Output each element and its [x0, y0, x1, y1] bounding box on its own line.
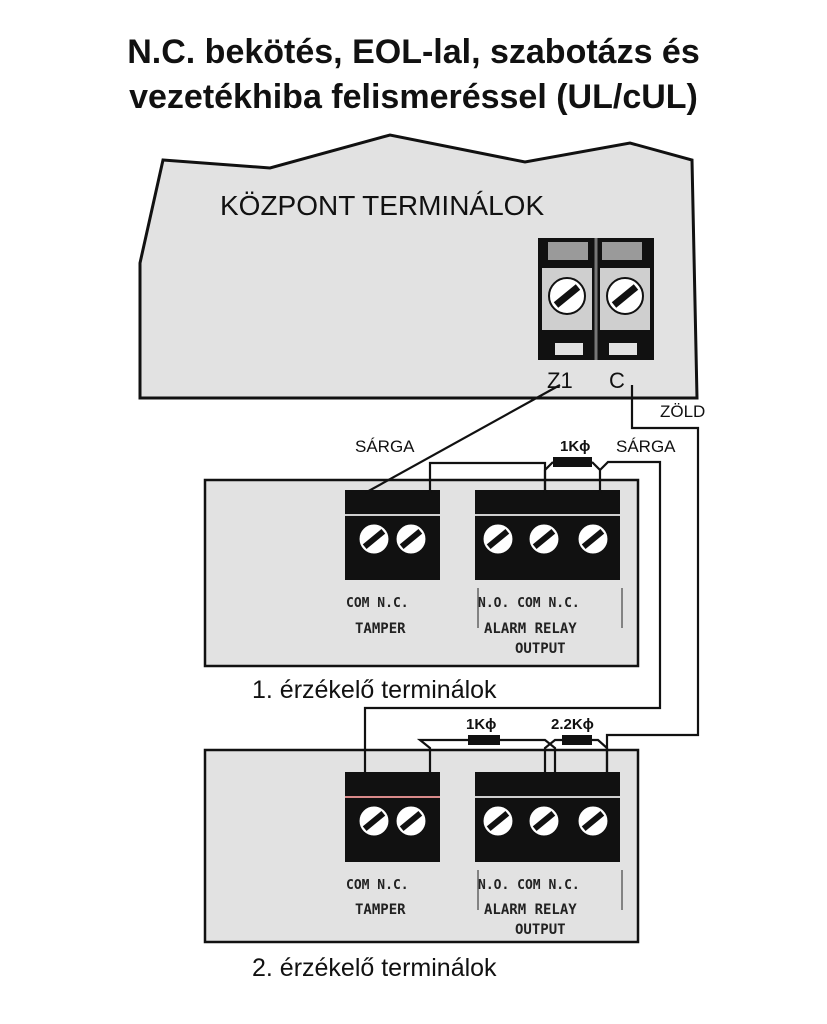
screw-icon	[359, 806, 390, 837]
wire-s1-to-s2-sarga	[363, 460, 662, 775]
sensor-2-tamper-label: TAMPER	[355, 902, 406, 918]
screw-icon	[549, 278, 585, 314]
screw-icon	[529, 524, 560, 555]
resistor-label-3: 2.2Kϕ	[551, 716, 594, 733]
sensor-1-tamper-pins: COM N.C.	[346, 596, 409, 611]
sensor-2-caption: 2. érzékelő terminálok	[252, 954, 497, 982]
screw-icon	[578, 524, 609, 555]
sensor-2-relay-pins: N.O. COM N.C.	[478, 878, 580, 893]
title-line-2: vezetékhiba felismeréssel (UL/cUL)	[129, 78, 698, 116]
sensor-2-relay-bracket	[477, 870, 623, 910]
panel-terminal-block	[538, 238, 654, 360]
screw-icon	[396, 806, 427, 837]
resistor-1k-sensor-2	[468, 735, 500, 745]
screw-icon	[578, 806, 609, 837]
wire-s2-resistor-loop	[543, 738, 609, 775]
wire-label-sarga-1: SÁRGA	[355, 437, 415, 456]
wire-c-zold	[605, 385, 700, 775]
screw-icon	[529, 806, 560, 837]
resistor-1k-sensor-1	[553, 457, 592, 467]
sensor-1-relay-bracket	[477, 588, 623, 628]
resistor-label-2: 1Kϕ	[466, 716, 496, 733]
sensor-1-relay-block	[475, 490, 620, 580]
sensor-2-tamper-pins: COM N.C.	[346, 878, 409, 893]
wire-label-sarga-2: SÁRGA	[616, 437, 676, 456]
screw-icon	[359, 524, 390, 555]
sensor-1-tamper-block	[345, 490, 440, 580]
sensor-2-tamper-block	[345, 772, 440, 862]
sensor-1-tamper-label: TAMPER	[355, 621, 406, 637]
screw-icon	[396, 524, 427, 555]
screw-icon	[483, 806, 514, 837]
wire-z1-to-tamper-com	[364, 384, 561, 494]
screw-icon	[483, 524, 514, 555]
sensor-2-relay-block	[475, 772, 620, 862]
sensor-2-relay-label: ALARM RELAY	[484, 902, 577, 918]
screw-icon	[607, 278, 643, 314]
sensor-1-relay-label: ALARM RELAY	[484, 621, 577, 637]
resistor-2k2-sensor-2	[562, 735, 592, 745]
diagram-title: N.C. bekötés, EOL-lal, szabotázs és veze…	[0, 30, 827, 120]
sensor-1-relay-pins: N.O. COM N.C.	[478, 596, 580, 611]
title-line-1: N.C. bekötés, EOL-lal, szabotázs és	[127, 33, 700, 71]
sensor-1-relay-output: OUTPUT	[515, 641, 566, 657]
terminal-label-c: C	[609, 368, 625, 393]
wire-label-zold: ZÖLD	[660, 402, 705, 421]
sensor-1-caption: 1. érzékelő terminálok	[252, 676, 497, 704]
resistor-label-1: 1Kϕ	[560, 438, 590, 455]
panel-label: KÖZPONT TERMINÁLOK	[220, 190, 544, 221]
sensor-2-relay-output: OUTPUT	[515, 922, 566, 938]
